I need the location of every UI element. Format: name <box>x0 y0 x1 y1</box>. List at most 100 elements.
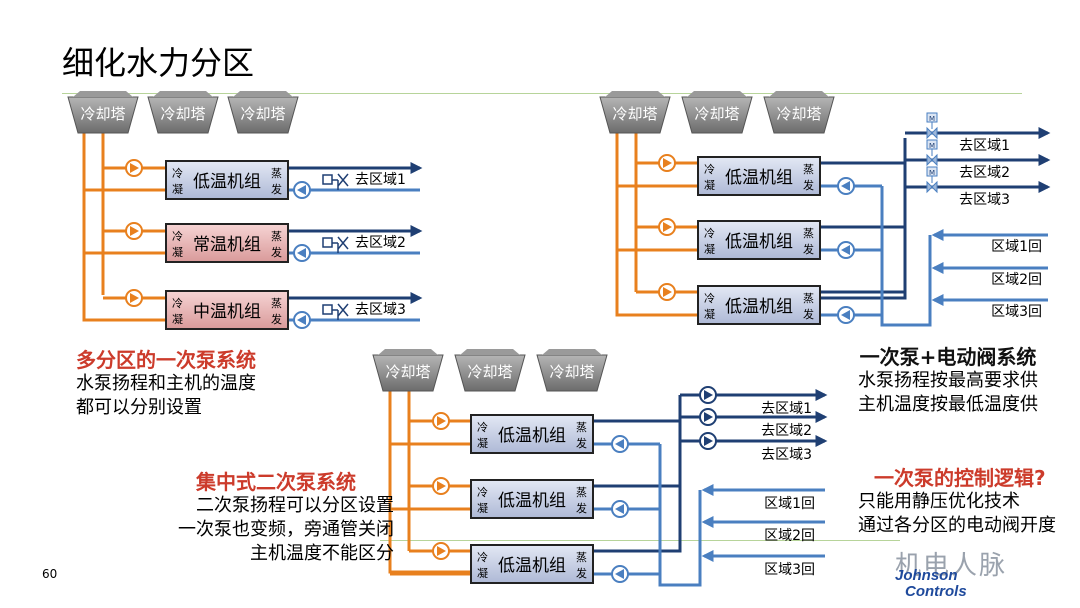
chiller-name: 低温机组 <box>725 232 793 252</box>
zone-outlet-label: 去区域2 <box>959 165 1010 181</box>
chiller-evap-label: 发 <box>803 178 814 192</box>
pump-triangle <box>130 293 139 303</box>
zone-outlet-label: 去区域3 <box>761 447 812 463</box>
pump-icon <box>432 477 450 495</box>
return-header <box>880 186 932 327</box>
condenser-pipe <box>82 133 166 322</box>
top-divider <box>62 93 1022 94</box>
diagram1-caption-line: 水泵扬程和主机的温度 <box>76 373 256 394</box>
motor-valve-label: M <box>929 115 935 123</box>
cooling-tower-top <box>460 349 520 355</box>
motor-valve-icon: M <box>926 166 938 194</box>
control-logic-line: 只能用静压优化技术 <box>858 491 1020 512</box>
valve-body <box>337 236 349 250</box>
cooling-tower-label: 冷却塔 <box>612 105 657 123</box>
watermark: 机电人脉 <box>895 551 1008 581</box>
chiller-evap-label: 蒸 <box>576 421 587 434</box>
chiller-name: 常温机组 <box>193 235 261 255</box>
chiller-cond-label: 凝 <box>477 501 488 515</box>
valve-icon <box>322 173 349 187</box>
pump-icon <box>699 386 717 404</box>
chiller-box <box>470 414 594 454</box>
chiller-cond-label: 凝 <box>704 178 715 192</box>
zone-outlet-label: 去区域1 <box>761 401 812 417</box>
chiller-evap-label: 发 <box>271 182 282 196</box>
chiller-evap-label: 发 <box>271 312 282 326</box>
pump-triangle <box>615 439 624 449</box>
zone-return-label: 区域2回 <box>991 272 1042 288</box>
condenser-pipe <box>615 133 698 317</box>
chiller-evap-label: 蒸 <box>803 163 814 176</box>
zone-return-label: 区域1回 <box>764 496 815 512</box>
diagram3-caption-line: 一次泵也变频，旁通管关闭 <box>178 519 394 540</box>
cooling-tower: 冷却塔 <box>536 349 608 392</box>
pump-icon <box>699 408 717 426</box>
pump-icon <box>293 244 311 262</box>
diagram2-caption-title: 一次泵+电动阀系统 <box>859 345 1037 369</box>
diagram3-caption-title: 集中式二次泵系统 <box>196 470 356 494</box>
valve-body <box>337 303 349 317</box>
chiller-box <box>165 223 289 263</box>
chiller-unit: 冷凝中温机组蒸发 <box>165 290 289 330</box>
pump-triangle <box>437 481 446 491</box>
motor-valve-label: M <box>929 142 935 150</box>
chiller-cond-label: 冷 <box>704 292 715 305</box>
control-logic-line: 通过各分区的电动阀开度 <box>858 515 1056 536</box>
page-number: 60 <box>42 567 58 581</box>
pump-triangle <box>663 287 672 297</box>
logo-line: Controls <box>905 583 967 600</box>
cooling-tower-label: 冷却塔 <box>694 105 739 123</box>
cooling-tower-label: 冷却塔 <box>385 363 430 381</box>
pump-icon <box>432 412 450 430</box>
chiller-evap-label: 发 <box>803 307 814 321</box>
diagram2-caption-line: 主机温度按最低温度供 <box>858 394 1038 415</box>
control-logic-caption: 一次泵的控制逻辑? 只能用静压优化技术 通过各分区的电动阀开度 <box>858 466 1056 538</box>
motor-valve-body <box>926 126 938 140</box>
motor-valve-body <box>926 180 938 194</box>
pump-icon <box>658 283 676 301</box>
chiller-box <box>697 156 821 196</box>
johnson-controls-logo: Johnson Controls <box>895 568 967 600</box>
chiller-cond-label: 冷 <box>477 486 488 499</box>
diagram3-caption-line: 二次泵扬程可以分区设置 <box>196 495 394 516</box>
pump-icon <box>658 218 676 236</box>
motor-valve-label: M <box>929 169 935 177</box>
supply-header <box>820 163 907 300</box>
chiller-name: 低温机组 <box>725 297 793 317</box>
pump-triangle <box>615 569 624 579</box>
diagram2-caption: 一次泵+电动阀系统 水泵扬程按最高要求供 主机温度按最低温度供 <box>848 345 1048 417</box>
chiller-evap-label: 蒸 <box>576 486 587 499</box>
chiller-unit: 冷凝低温机组蒸发 <box>697 220 821 260</box>
chiller-evap-label: 发 <box>803 242 814 256</box>
chiller-unit: 冷凝低温机组蒸发 <box>470 544 594 584</box>
pump-triangle <box>841 245 850 255</box>
pump-icon <box>837 241 855 259</box>
chiller-evap-label: 蒸 <box>803 292 814 305</box>
chiller-cond-label: 冷 <box>172 230 183 243</box>
diagram3-caption: 集中式二次泵系统 二次泵扬程可以分区设置 一次泵也变频，旁通管关闭 主机温度不能… <box>168 470 394 566</box>
pump-triangle <box>704 390 713 400</box>
pump-icon <box>125 222 143 240</box>
zone-outlet-label: 去区域2 <box>761 423 812 439</box>
motor-valve-icon: M <box>926 139 938 167</box>
chiller-unit: 冷凝常温机组蒸发 <box>165 223 289 263</box>
cooling-tower: 冷却塔 <box>454 349 526 392</box>
chiller-name: 中温机组 <box>193 302 261 322</box>
pump-triangle <box>130 226 139 236</box>
chiller-unit: 冷凝低温机组蒸发 <box>697 285 821 325</box>
control-logic-title: 一次泵的控制逻辑? <box>874 466 1046 490</box>
motor-valve-body <box>926 153 938 167</box>
chiller-cond-label: 凝 <box>477 566 488 580</box>
pump-icon <box>699 432 717 450</box>
chiller-cond-label: 凝 <box>172 182 183 196</box>
zone-outlet-label: 去区域1 <box>959 138 1010 154</box>
chiller-name: 低温机组 <box>498 556 566 576</box>
chiller-cond-label: 冷 <box>477 551 488 564</box>
cooling-tower: 冷却塔 <box>227 91 299 134</box>
supply-header <box>594 395 682 553</box>
cooling-tower-top <box>769 91 829 97</box>
chiller-unit: 冷凝低温机组蒸发 <box>165 160 289 200</box>
cooling-tower-label: 冷却塔 <box>240 105 285 123</box>
chiller-unit: 冷凝低温机组蒸发 <box>470 479 594 519</box>
chiller-evap-label: 蒸 <box>271 230 282 243</box>
